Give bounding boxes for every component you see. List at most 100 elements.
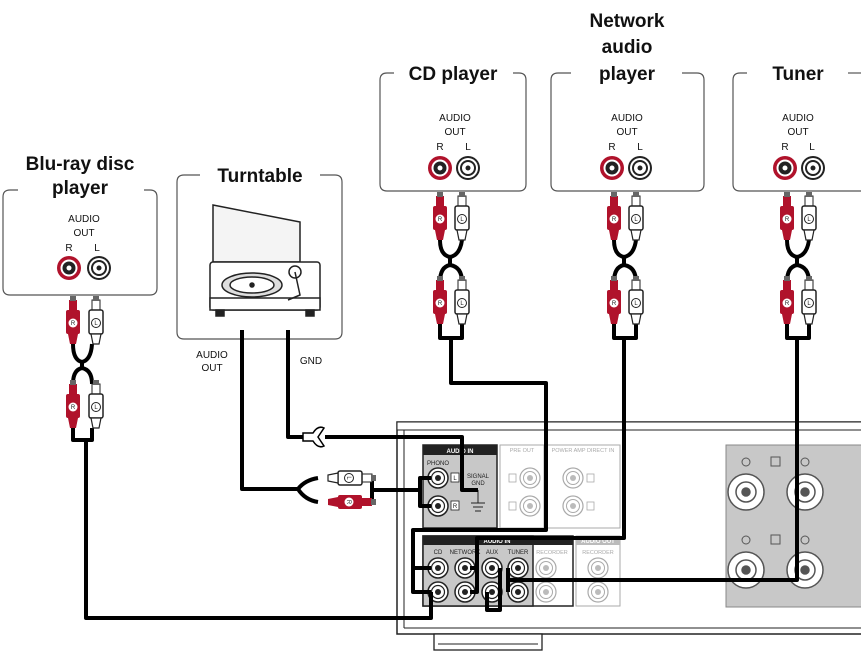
bluray-r-label: R [65,243,72,254]
network-title-line2: audio [602,37,653,58]
svg-text:L: L [94,321,98,327]
tuner-in-r-jack [507,581,529,603]
svg-text:L: L [345,476,351,480]
phono-l-mark: L [453,476,457,482]
cd-l-plug-top: L [454,191,470,241]
speaker-terminals [725,444,861,608]
input-label-cd: CD [434,550,443,556]
svg-text:L: L [807,301,811,307]
svg-text:R: R [345,500,351,505]
input-label-tuner: TUNER [508,550,529,556]
input-label-recorder: RECORDER [536,550,568,556]
bluray-player: Blu-ray disc player AUDIO OUT R L [2,154,158,296]
audio-out-section: AUDIO OUT RECORDER [575,535,621,607]
network-r-plug-bottom: R [607,276,621,324]
tuner-r-label: R [781,142,788,153]
turntable-out-label: OUT [201,363,222,374]
recorder-in-l-jack [535,557,557,579]
tuner-l-plug-top: L [801,191,817,241]
recorder-out-r-jack [587,581,609,603]
audio-out-header: AUDIO OUT [581,539,615,545]
power-amp-direct-in-section: POWER AMP DIRECT IN [546,444,621,529]
gnd-fork-terminal [302,426,326,448]
network-r-jack [600,156,624,180]
bluray-title-line2: player [52,178,109,199]
pre-out-section: PRE OUT [499,444,545,529]
tuner-l-label: L [809,142,815,153]
tuner-audio-label: AUDIO [782,113,814,124]
recorder-out-label: RECORDER [582,550,614,556]
power-amp-direct-in-label: POWER AMP DIRECT IN [552,448,615,454]
tuner-out-label: OUT [787,127,808,138]
tuner-in-l-jack [507,557,529,579]
pre-out-label: PRE OUT [510,448,535,454]
cd-player: CD player AUDIO OUT R L [379,64,527,192]
tuner-r-plug-top: R [780,192,794,240]
network-title-line1: Network [590,11,665,32]
tuner-r-plug-bottom: R [780,276,794,324]
svg-text:L: L [807,217,811,223]
input-label-network: NETWORK [450,550,481,556]
svg-text:L: L [94,405,98,411]
tuner-l-jack [801,156,825,180]
network-r-label: R [608,142,615,153]
signal-gnd-line1: SIGNAL [467,474,490,480]
network-l-plug-top: L [628,191,644,241]
bluray-r-plug-bottom: R [66,380,80,428]
recorder-out-l-jack [587,557,609,579]
turntable: Turntable AUDIO OUT GND [176,166,343,374]
signal-gnd-line2: GND [471,481,485,487]
svg-text:L: L [634,301,638,307]
tuner: Tuner AUDIO OUT R L [732,64,861,192]
cd-title: CD player [409,64,498,85]
turntable-gnd-label: GND [300,356,322,367]
turntable-r-plug: R [328,495,376,509]
svg-text:R: R [612,301,617,307]
tuner-title: Tuner [772,64,824,85]
network-out-label: OUT [616,127,637,138]
cd-out-label: OUT [444,127,465,138]
svg-text:R: R [71,321,76,327]
turntable-audio-label: AUDIO [196,350,228,361]
bluray-l-plug-bottom: L [88,379,104,429]
bluray-l-plug-top: L [88,295,104,345]
input-label-aux: AUX [486,550,498,556]
cd-audio-label: AUDIO [439,113,471,124]
bluray-r-plug-top: R [66,296,80,344]
power-amp-l-jack [562,467,584,489]
bluray-title-line1: Blu-ray disc [26,154,135,175]
pre-out-l-jack [519,467,541,489]
phono-label: PHONO [427,461,449,467]
svg-text:R: R [785,301,790,307]
svg-text:R: R [785,217,790,223]
cd-r-jack [428,156,452,180]
turntable-title: Turntable [217,166,302,187]
turntable-icon [209,204,321,317]
tuner-l-plug-bottom: L [801,275,817,325]
cd-r-plug-bottom: R [433,276,447,324]
network-l-jack [628,156,652,180]
pre-out-r-jack [519,495,541,517]
turntable-l-plug: L [327,470,377,486]
network-audio-label: AUDIO [611,113,643,124]
cd-r-label: R [436,142,443,153]
network-audio-player: Network audio player AUDIO OUT R L [550,11,705,192]
network-l-plug-bottom: L [628,275,644,325]
svg-text:L: L [634,217,638,223]
svg-text:R: R [71,405,76,411]
power-amp-r-jack [562,495,584,517]
network-r-plug-top: R [607,192,621,240]
svg-text:L: L [460,217,464,223]
cd-r-plug-top: R [433,192,447,240]
bluray-l-jack [87,256,111,280]
network-title-line3: player [599,64,656,85]
recorder-in-r-jack [535,581,557,603]
svg-text:R: R [438,301,443,307]
network-l-label: L [637,142,643,153]
audio-in-header: AUDIO IN [484,539,511,545]
amplifier-rear-panel: AUDIO IN PHONO SIGNAL GND L R PRE OUT PO… [396,421,861,651]
tuner-r-jack [773,156,797,180]
svg-text:L: L [460,301,464,307]
svg-text:R: R [612,217,617,223]
